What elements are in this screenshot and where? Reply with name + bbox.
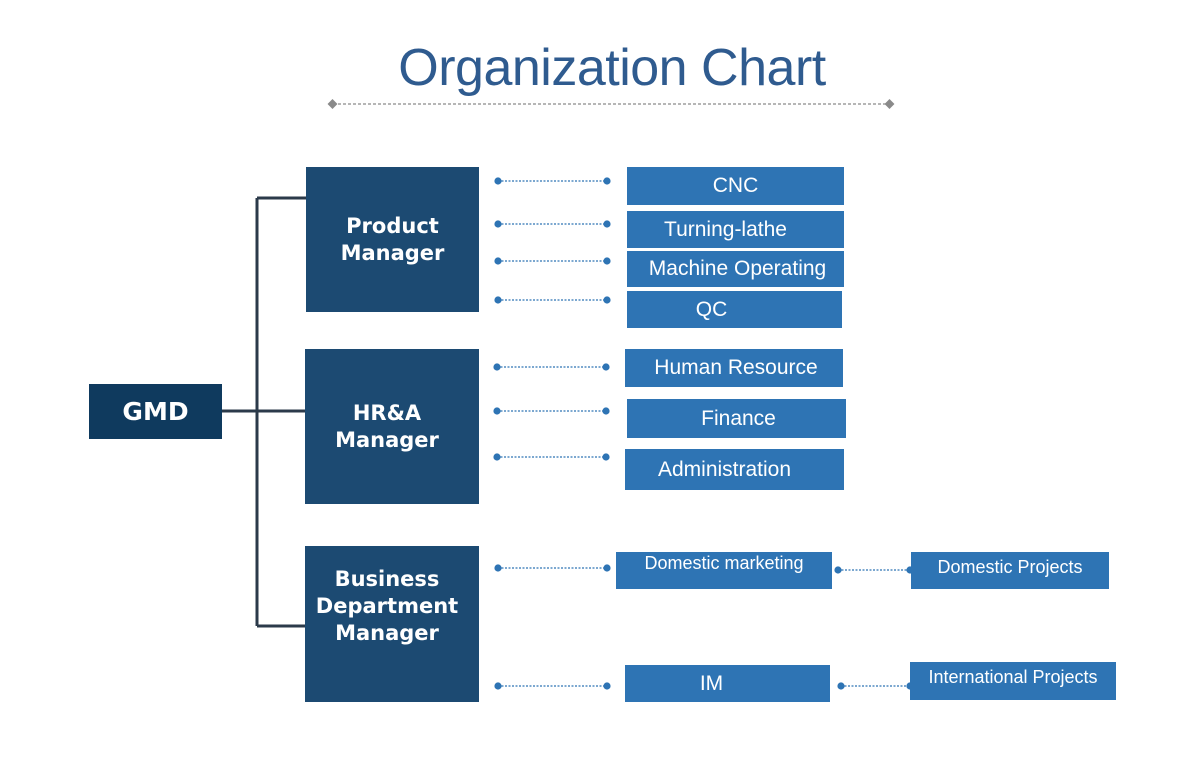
project-node-domestic-projects: Domestic Projects bbox=[911, 552, 1109, 589]
unit-node-cnc: CNC bbox=[627, 167, 844, 205]
link-product-qc bbox=[494, 296, 611, 304]
link-business-domestic-marketing bbox=[494, 564, 611, 572]
link-product-cnc bbox=[494, 177, 611, 185]
link-hra-administration bbox=[493, 453, 610, 461]
manager-node-hra: HR&A Manager bbox=[305, 349, 479, 504]
unit-node-im: IM bbox=[625, 665, 830, 702]
link-product-machine-operating bbox=[494, 257, 611, 265]
unit-node-finance: Finance bbox=[627, 399, 846, 438]
link-hra-human-resource bbox=[493, 363, 610, 371]
unit-node-machine-operating: Machine Operating bbox=[627, 251, 844, 287]
unit-node-administration: Administration bbox=[625, 449, 844, 490]
manager-node-product: Product Manager bbox=[306, 167, 479, 312]
link-hra-finance bbox=[493, 407, 610, 415]
tree-connector bbox=[222, 196, 307, 628]
unit-node-human-resource: Human Resource bbox=[625, 349, 843, 387]
link-business-im bbox=[494, 682, 611, 690]
project-node-international-projects: International Projects bbox=[910, 662, 1116, 700]
link-international-projects bbox=[837, 682, 914, 690]
unit-node-turning-lathe: Turning-lathe bbox=[627, 211, 844, 248]
unit-node-qc: QC bbox=[627, 291, 842, 328]
unit-node-domestic-marketing: Domestic marketing bbox=[616, 552, 832, 589]
link-domestic-projects bbox=[834, 566, 914, 574]
link-product-turning-lathe bbox=[494, 220, 611, 228]
manager-node-business: Business Department Manager bbox=[305, 546, 479, 702]
page-title: Organization Chart bbox=[398, 39, 826, 97]
root-node-gmd: GMD bbox=[89, 384, 222, 439]
